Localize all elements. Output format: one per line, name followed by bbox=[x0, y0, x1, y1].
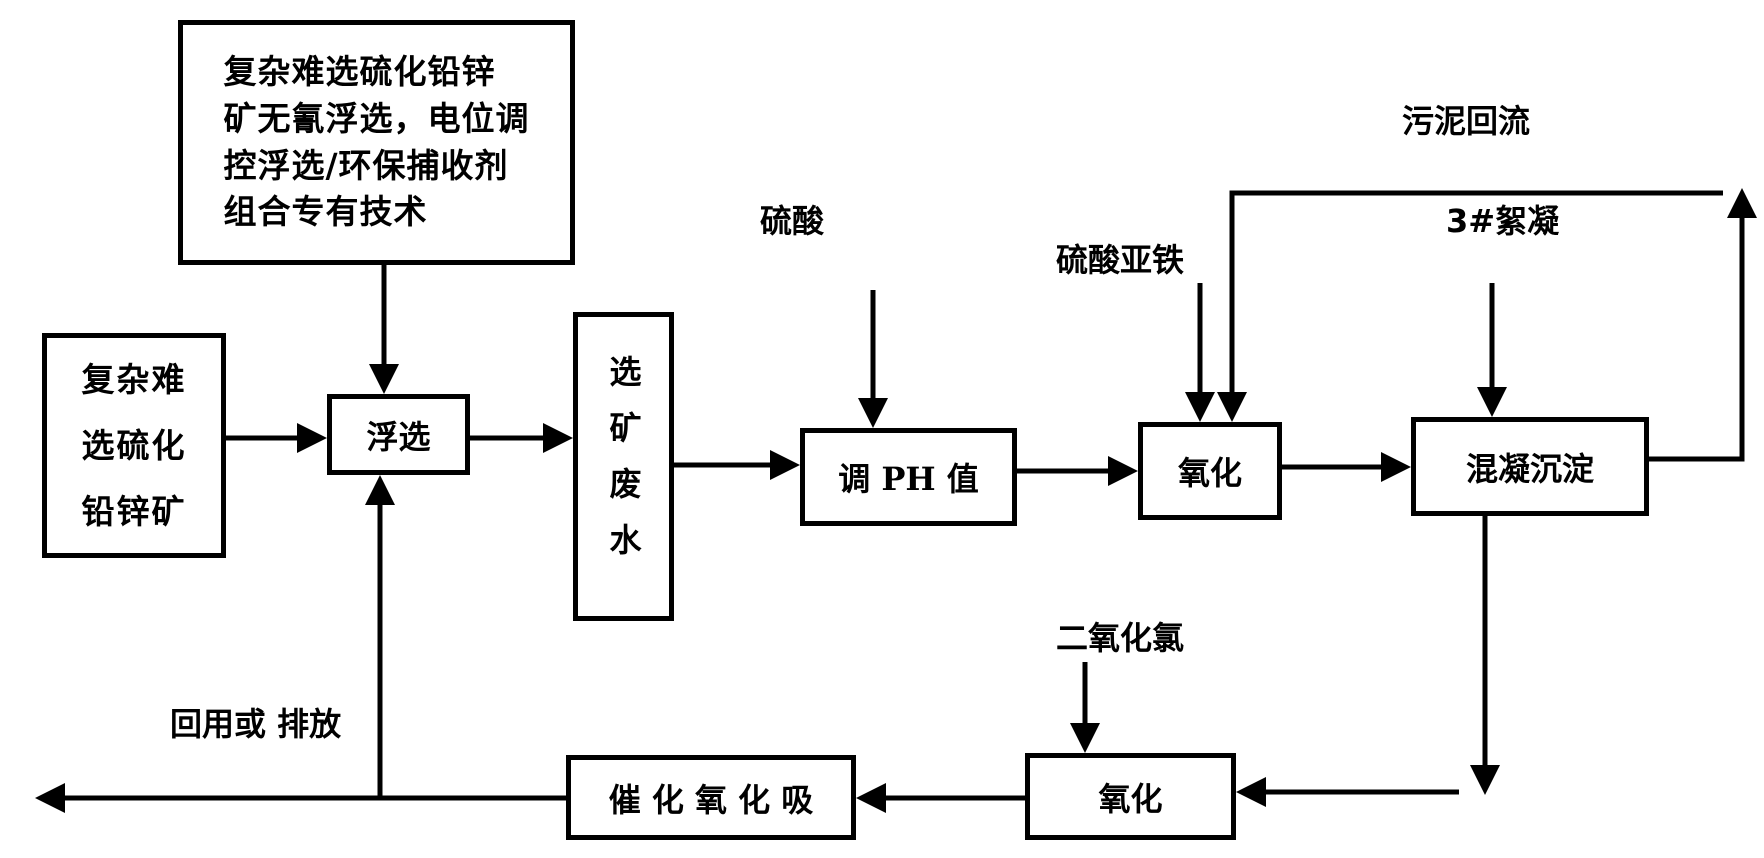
oxidation-text-2: 氧化 bbox=[1098, 779, 1163, 818]
sludge-return-label: 污泥回流 bbox=[1402, 102, 1531, 140]
arrow-sludge-return bbox=[1649, 188, 1757, 462]
ph-adjust-box: 调 PH 值 bbox=[800, 428, 1017, 526]
ore-box: 复杂难 选硫化 铅锌矿 bbox=[42, 333, 226, 558]
flocculant-label: 3#絮凝 bbox=[1446, 202, 1560, 240]
technology-box: 复杂难选硫化铅锌 矿无氰浮选，电位调 控浮选/环保捕收剂 组合专有技术 bbox=[178, 20, 575, 265]
oxidation-box-2: 氧化 bbox=[1025, 753, 1236, 840]
wastewater-box: 选矿废水 bbox=[573, 312, 674, 621]
reuse-discharge-label: 回用或 排放 bbox=[170, 705, 342, 743]
coagulation-text: 混凝沉淀 bbox=[1465, 449, 1594, 488]
sulfuric-acid-label: 硫酸 bbox=[760, 202, 825, 240]
catalytic-text: 催 化 氧 化 吸 bbox=[608, 780, 814, 819]
wastewater-text: 选矿废水 bbox=[604, 354, 643, 579]
chlorine-dioxide-label: 二氧化氯 bbox=[1056, 619, 1185, 657]
ph-adjust-text: 调 PH 值 bbox=[838, 460, 979, 498]
arrow-sludge-return-top bbox=[1217, 190, 1723, 422]
catalytic-box: 催 化 氧 化 吸 bbox=[566, 755, 856, 840]
oxidation-text-1: 氧化 bbox=[1177, 454, 1242, 492]
oxidation-box-1: 氧化 bbox=[1138, 422, 1282, 520]
flotation-text: 浮选 bbox=[366, 417, 431, 456]
flotation-box: 浮选 bbox=[327, 394, 470, 475]
ferrous-sulfate-label: 硫酸亚铁 bbox=[1056, 241, 1185, 279]
coagulation-box: 混凝沉淀 bbox=[1411, 417, 1649, 516]
ore-text: 复杂难 选硫化 铅锌矿 bbox=[81, 359, 187, 531]
technology-text: 复杂难选硫化铅锌 矿无氰浮选，电位调 控浮选/环保捕收剂 组合专有技术 bbox=[223, 51, 530, 232]
